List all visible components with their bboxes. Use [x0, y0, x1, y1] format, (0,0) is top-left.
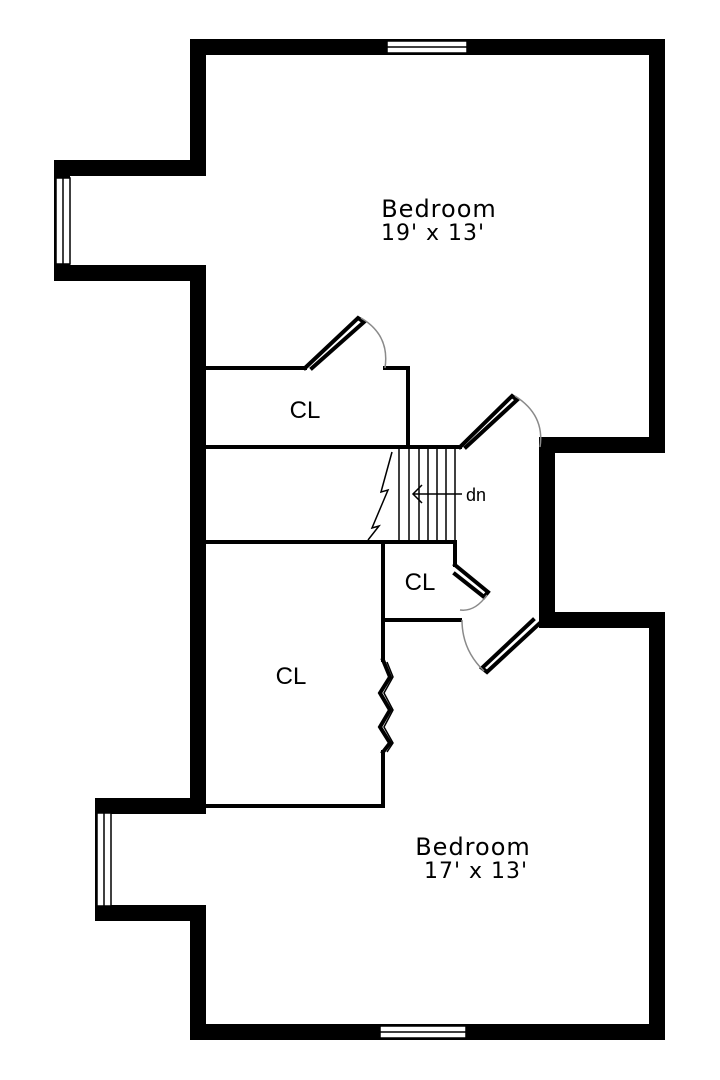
closet-small-label: CL — [405, 569, 436, 596]
closet-large-bifold-door — [377, 657, 394, 755]
stair-direction-label: dn — [466, 485, 486, 505]
exterior-walls — [54, 39, 665, 1040]
upper-bedroom-size: 19' x 13' — [381, 221, 485, 246]
closet-large-label: CL — [276, 663, 307, 690]
upper-bedroom-name: Bedroom — [381, 195, 497, 223]
stair-break-line — [367, 451, 393, 541]
lower-bedroom-name: Bedroom — [415, 833, 531, 861]
window-left-upper — [55, 177, 71, 265]
lower-bedroom-size: 17' x 13' — [424, 859, 528, 884]
doors — [302, 315, 543, 755]
window-left-lower — [96, 812, 112, 907]
windows — [55, 40, 468, 1039]
stairs: dn — [367, 449, 486, 541]
closet-upper-door — [302, 315, 387, 371]
bedroom-upper-door — [457, 393, 542, 450]
window-bottom — [379, 1025, 467, 1039]
room-labels: Bedroom 19' x 13' CL CL CL Bedroom 17' x… — [276, 195, 531, 884]
exterior-wall-upper — [54, 39, 665, 1040]
interior-walls — [203, 366, 462, 808]
window-top — [386, 40, 468, 54]
stair-direction-arrow — [411, 484, 462, 504]
closet-upper-label: CL — [290, 397, 321, 424]
bedroom-lower-door — [461, 617, 543, 675]
closet-small-door — [452, 562, 491, 611]
